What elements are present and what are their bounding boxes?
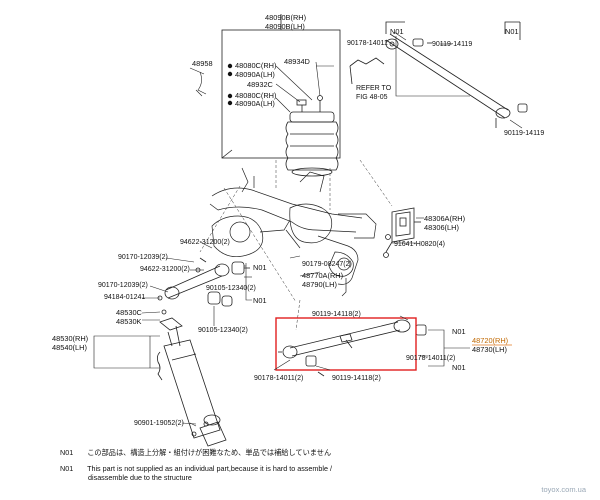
label-94622-31200-b: 94622-31200(2)	[140, 266, 190, 273]
label-48306-lh: 48306(LH)	[424, 223, 459, 232]
label-94622-31200-a: 94622-31200(2)	[180, 239, 230, 246]
label-48958: 48958	[192, 59, 213, 68]
label-n01-mid-a: N01	[253, 263, 267, 272]
footnote-en: N01 This part is not supplied as an indi…	[60, 464, 332, 473]
label-48080c-rh-b: 48080C(RH)	[235, 91, 277, 100]
callout-lines	[93, 31, 523, 427]
shock-absorber	[156, 317, 227, 447]
footnote-en-text: This part is not supplied as an individu…	[87, 464, 332, 473]
footnote-jp-text: この部品は、構造上分解・組付けが困難なため、単品では補給していません	[87, 448, 332, 457]
watermark: toyox.com.ua	[541, 485, 586, 494]
axle-assembly	[209, 167, 377, 297]
footnote-jp: N01 この部品は、構造上分解・組付けが困難なため、単品では補給していません	[60, 448, 331, 457]
label-90179-08247: 90179-08247(2)	[302, 261, 352, 268]
label-48730-lh: 48730(LH)	[472, 345, 507, 354]
bracket-48306	[383, 207, 421, 258]
footnote-en-text-2: disassemble due to the structure	[88, 473, 192, 482]
footnote-en-code: N01	[60, 464, 74, 473]
label-48306a-rh: 48306A(RH)	[424, 214, 465, 223]
label-48720-rh: 48720(RH)	[472, 336, 508, 345]
label-48540-lh: 48540(LH)	[52, 343, 87, 352]
label-90178-14011-bot: 90178-14011(2)	[254, 375, 303, 382]
air-spring-bellows	[285, 95, 339, 177]
label-48932c: 48932C	[247, 80, 274, 89]
label-48530-rh: 48530(RH)	[52, 334, 88, 343]
label-refer-to: REFER TO	[356, 85, 392, 92]
label-48080c-rh-a: 48080C(RH)	[235, 61, 277, 70]
lower-control-arm	[278, 319, 427, 377]
label-90178-14011-right: 90178-14011(2)	[406, 355, 455, 362]
footnote-jp-code: N01	[60, 448, 74, 457]
label-48530k: 48530K	[116, 317, 142, 326]
label-91641-h0820: 91641-H0820(4)	[394, 241, 445, 248]
label-90119-14118-top: 90119-14118(2)	[312, 311, 361, 318]
label-n01-right-a: N01	[452, 327, 466, 336]
label-94184-01241: 94184-01241	[104, 294, 145, 301]
label-48090a-lh-a: 48090A(LH)	[235, 70, 275, 79]
label-90170-12039-a: 90170-12039(2)	[118, 254, 168, 261]
label-90119-14119-top: 90119-14119	[432, 41, 472, 48]
part-labels: 48090B(RH) 48090B(LH) 48958 48934D 48080…	[52, 13, 544, 427]
air-spring-group	[221, 14, 341, 177]
label-90105-12340-b: 90105-12340(2)	[198, 327, 248, 334]
lateral-rod-top	[349, 21, 528, 128]
label-90170-12039-b: 90170-12039(2)	[98, 282, 148, 289]
label-90901-19052: 90901-19052(2)	[134, 420, 184, 427]
label-n01-right-b: N01	[452, 363, 466, 372]
label-48934d: 48934D	[284, 57, 310, 66]
label-90119-14118-bot: 90119-14118(2)	[332, 375, 381, 382]
label-n01-mid-b: N01	[253, 296, 267, 305]
label-48790-lh: 48790(LH)	[302, 280, 337, 289]
label-n01-top-left: N01	[390, 27, 404, 36]
label-n01-top-right: N01	[505, 27, 519, 36]
label-90178-14011-top: 90178-14011	[347, 40, 388, 47]
highlight-box	[275, 317, 417, 371]
label-48090b-rh: 48090B(RH)	[265, 13, 306, 22]
label-48090a-lh-b: 48090A(LH)	[235, 99, 275, 108]
reference-lines	[199, 159, 393, 331]
label-90105-12340-a: 90105-12340(2)	[206, 285, 256, 292]
label-90119-14119-bot: 90119-14119	[504, 130, 544, 137]
label-48090b-lh: 48090B(LH)	[265, 22, 305, 31]
label-48530c: 48530C	[116, 308, 143, 317]
label-48770a-rh: 48770A(RH)	[302, 271, 343, 280]
label-fig-48-05: FIG 48-05	[356, 94, 388, 101]
footnote-en-cont: disassemble due to the structure	[88, 473, 192, 482]
bullet-dots	[227, 63, 233, 106]
